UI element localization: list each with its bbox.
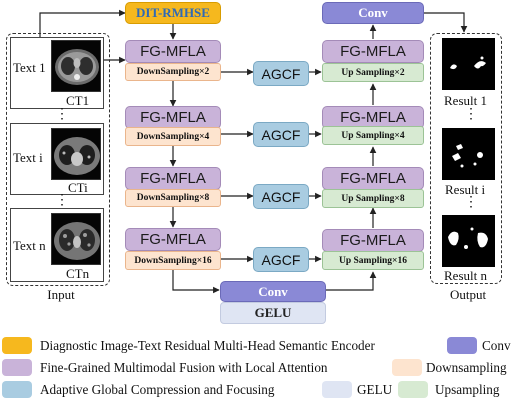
decoder-fg-mfla-3: FG-MFLA [322,167,424,190]
upsampling-4: Up Sampling×4 [322,126,424,145]
legend-label-downsampling: Downsampling [426,359,507,375]
legend-swatch-downsampling [392,359,422,376]
ct-label-1: CT1 [66,93,90,108]
legend-swatch-upsampling [398,381,428,398]
upsampling-2: Up Sampling×2 [322,63,424,82]
legend-label-agcf: Adaptive Global Compression and Focusing [40,381,275,397]
legend-swatch-gelu [322,381,352,398]
encoder-fg-mfla-3: FG-MFLA [125,167,221,190]
legend-swatch-fg-mfla [2,359,32,376]
ct-label-2: CTi [68,180,88,195]
agcf-block-4: AGCF [253,247,309,272]
text-label-1: Text 1 [13,60,46,75]
agcf-block-3: AGCF [253,184,309,209]
dit-rmhse-block: DIT-RMHSE [125,2,221,24]
text-label-3: Text n [13,238,46,253]
agcf-block-2: AGCF [253,122,309,147]
legend-label-encoder: Diagnostic Image-Text Residual Multi-Hea… [40,337,375,353]
upsampling-8: Up Sampling×8 [322,189,424,208]
encoder-fg-mfla-1: FG-MFLA [125,40,221,63]
downsampling-2: DownSampling×2 [125,63,221,81]
ct-image-2 [51,128,101,180]
text-label-2: Text i [13,150,43,165]
ct-image-1 [51,40,101,92]
output-ellipsis-1: ⋮ [464,107,478,122]
input-title: Input [47,287,75,302]
decoder-fg-mfla-4: FG-MFLA [322,229,424,252]
input-panel [6,33,110,286]
ct-label-3: CTn [66,266,90,281]
output-ellipsis-2: ⋮ [464,195,478,210]
downsampling-4: DownSampling×4 [125,127,221,146]
legend-label-upsampling: Upsampling [435,381,500,397]
output-panel [430,33,502,284]
result-image-2 [442,128,495,180]
top-conv-block: Conv [322,2,424,24]
encoder-fg-mfla-4: FG-MFLA [125,228,221,251]
downsampling-16: DownSampling×16 [125,251,221,270]
legend-label-gelu: GELU [357,381,393,397]
legend-swatch-encoder [2,337,32,354]
output-title: Output [449,287,487,302]
result-label-2: Result i [445,182,486,197]
decoder-fg-mfla-1: FG-MFLA [322,40,424,63]
input-ellipsis-1: ⋮ [55,107,69,122]
legend-label-fg-mfla: Fine-Grained Multimodal Fusion with Loca… [40,359,328,375]
input-ellipsis-2: ⋮ [55,193,69,208]
agcf-block-1: AGCF [253,61,309,86]
bottleneck-gelu: GELU [220,302,326,324]
legend-label-conv: Conv [482,337,511,353]
result-label-3: Result n [444,268,487,283]
bottleneck-conv: Conv [220,281,326,302]
result-label-1: Result 1 [444,93,487,108]
encoder-fg-mfla-2: FG-MFLA [125,106,221,129]
legend-swatch-agcf [2,381,32,398]
result-image-3 [442,215,495,267]
result-image-1 [442,38,495,90]
downsampling-8: DownSampling×8 [125,189,221,207]
legend-swatch-conv [447,337,477,354]
ct-image-3 [51,213,101,265]
upsampling-16: Up Sampling×16 [322,251,424,270]
